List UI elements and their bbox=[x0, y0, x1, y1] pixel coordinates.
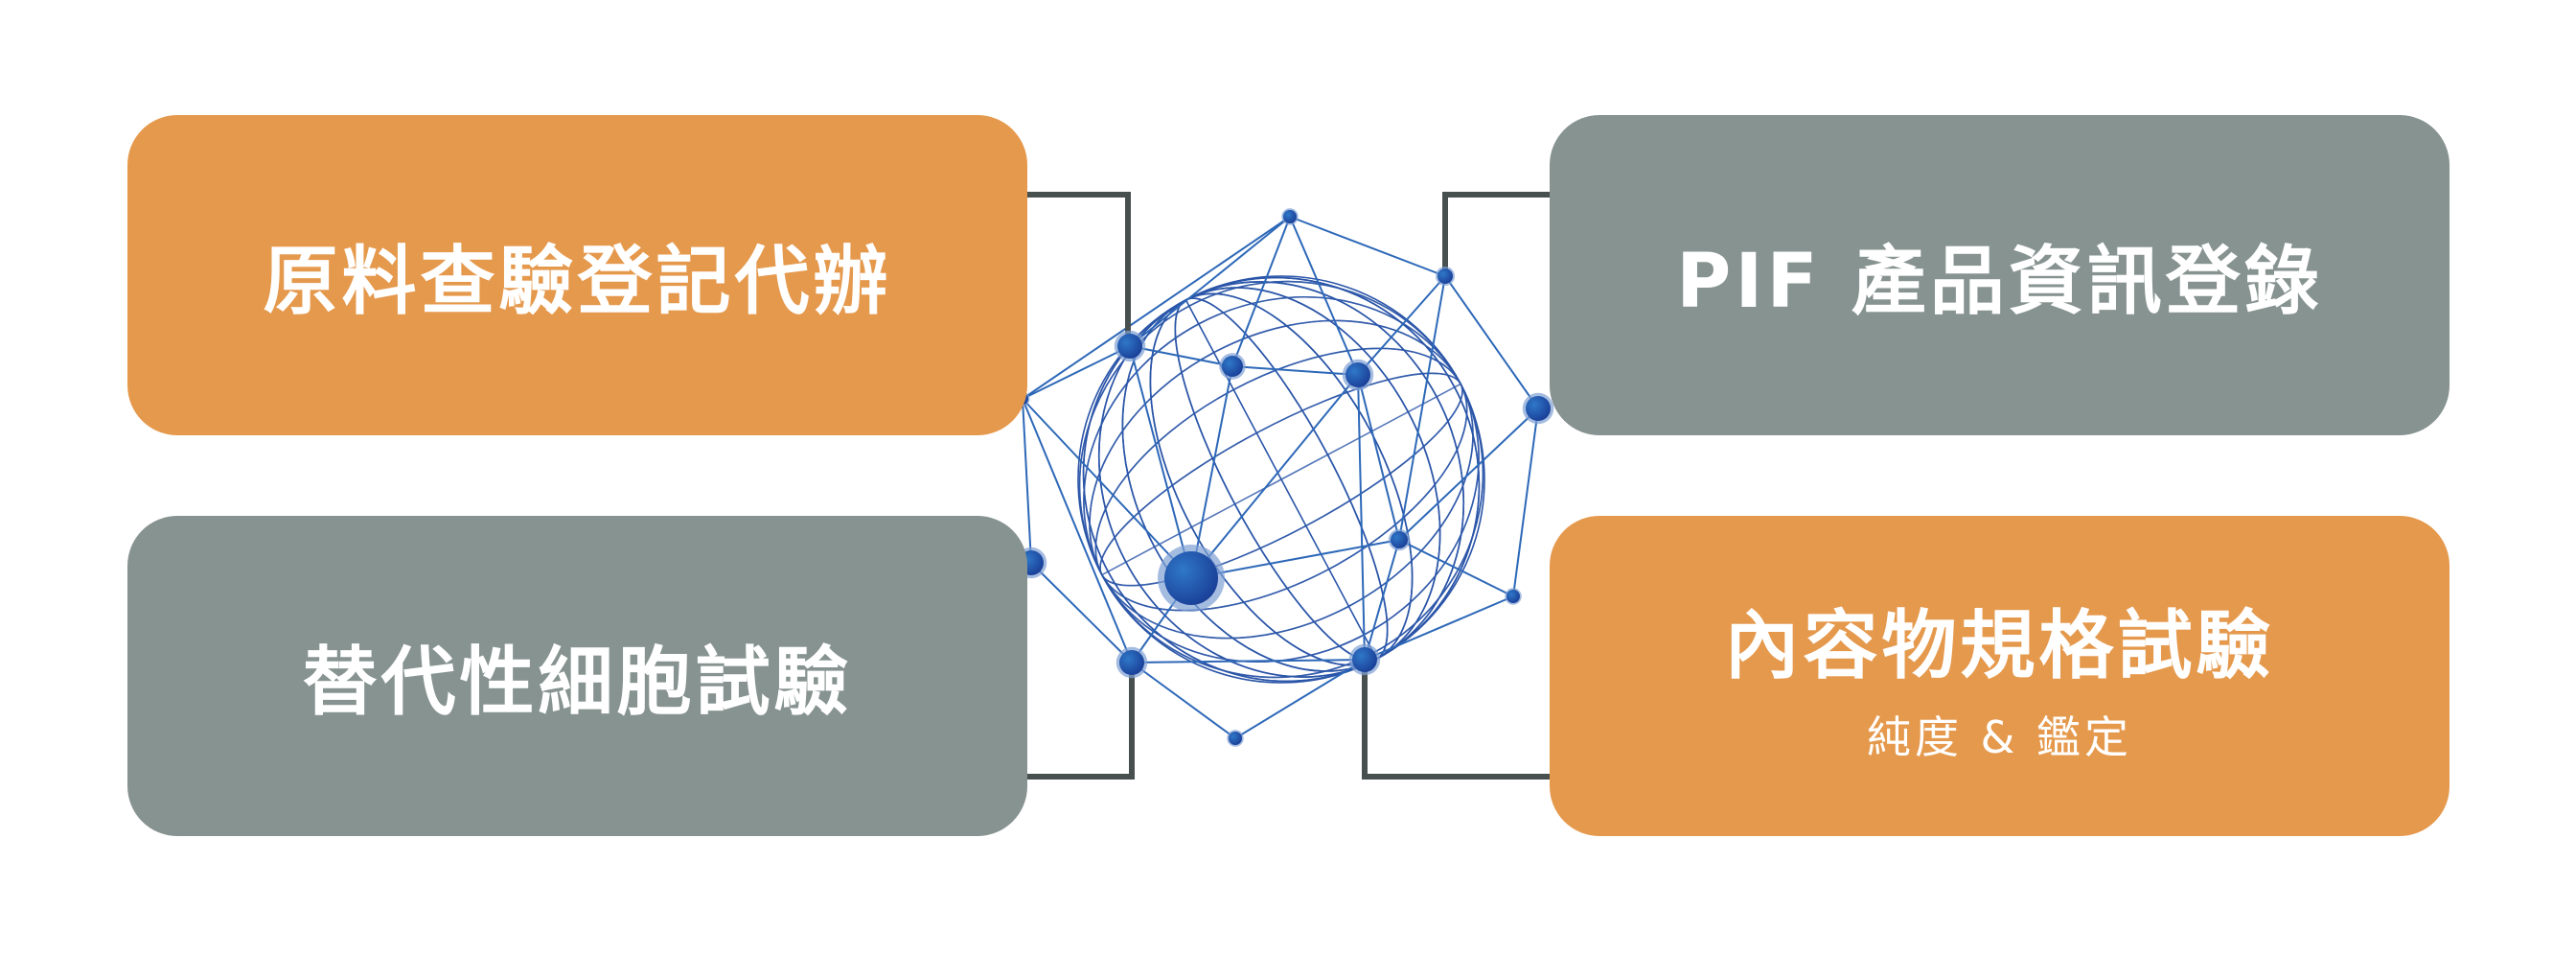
network-link bbox=[1357, 374, 1400, 541]
network-node bbox=[1506, 590, 1520, 603]
network-node bbox=[1283, 210, 1297, 223]
network-node bbox=[1229, 732, 1242, 745]
network-link bbox=[1190, 539, 1400, 579]
globe-outline bbox=[1077, 275, 1485, 684]
network-link bbox=[1131, 662, 1236, 739]
network-link bbox=[1190, 365, 1233, 579]
network-link bbox=[1022, 216, 1291, 400]
globe-wireframe bbox=[1077, 275, 1485, 684]
network-links bbox=[1022, 216, 1539, 739]
network-link bbox=[1364, 595, 1514, 661]
network-link bbox=[1022, 398, 1133, 664]
network-node bbox=[1391, 531, 1408, 548]
network-node bbox=[1346, 362, 1370, 387]
box-alternative-cell-test[interactable]: 替代性細胞試驗 bbox=[127, 516, 1027, 836]
network-link bbox=[1129, 216, 1291, 347]
network-link bbox=[1190, 374, 1359, 579]
network-link bbox=[1129, 345, 1192, 579]
connector-lines bbox=[1026, 192, 1550, 780]
network-node bbox=[1222, 356, 1243, 377]
network-link bbox=[1129, 345, 1233, 367]
box-pif-registration[interactable]: PIF 產品資訊登錄 bbox=[1550, 115, 2450, 435]
network-link bbox=[1512, 408, 1539, 597]
network-link bbox=[1231, 365, 1359, 376]
network-link bbox=[1022, 345, 1131, 400]
network-link bbox=[1289, 216, 1359, 376]
network-node bbox=[1117, 334, 1142, 359]
network-link bbox=[1231, 216, 1291, 367]
box-title: 內容物規格試驗 bbox=[1724, 603, 2275, 689]
network-link bbox=[1030, 562, 1133, 664]
network-node bbox=[1438, 268, 1453, 284]
connector-bottom-left bbox=[1026, 663, 1135, 780]
connector-top-right bbox=[1442, 192, 1550, 276]
network-node bbox=[1526, 396, 1551, 421]
network-node bbox=[1119, 650, 1144, 675]
network-link bbox=[1444, 275, 1539, 409]
connector-bottom-right bbox=[1362, 660, 1550, 780]
network-link bbox=[1357, 275, 1446, 376]
network-link bbox=[1398, 408, 1539, 541]
network-link bbox=[1022, 398, 1032, 564]
network-link bbox=[1364, 539, 1400, 661]
box-title: 原料查驗登記代辦 bbox=[263, 239, 892, 325]
network-node bbox=[1352, 647, 1377, 672]
network-link bbox=[1398, 275, 1446, 541]
network-link bbox=[1022, 398, 1192, 579]
network-link bbox=[1234, 659, 1366, 739]
network-link bbox=[1357, 374, 1366, 661]
box-content-spec-test[interactable]: 內容物規格試驗 純度 & 鑑定 bbox=[1550, 516, 2450, 836]
network-link bbox=[1289, 216, 1446, 277]
box-title: PIF 產品資訊登錄 bbox=[1676, 239, 2323, 325]
network-link bbox=[1131, 659, 1366, 664]
connector-top-left bbox=[1026, 192, 1131, 346]
box-title: 替代性細胞試驗 bbox=[302, 640, 853, 726]
network-link bbox=[1398, 539, 1514, 597]
network-node bbox=[1164, 551, 1218, 605]
box-raw-material-registration[interactable]: 原料查驗登記代辦 bbox=[127, 115, 1027, 435]
network-nodes bbox=[1015, 208, 1554, 747]
box-subtitle: 純度 & 鑑定 bbox=[1866, 711, 2133, 763]
